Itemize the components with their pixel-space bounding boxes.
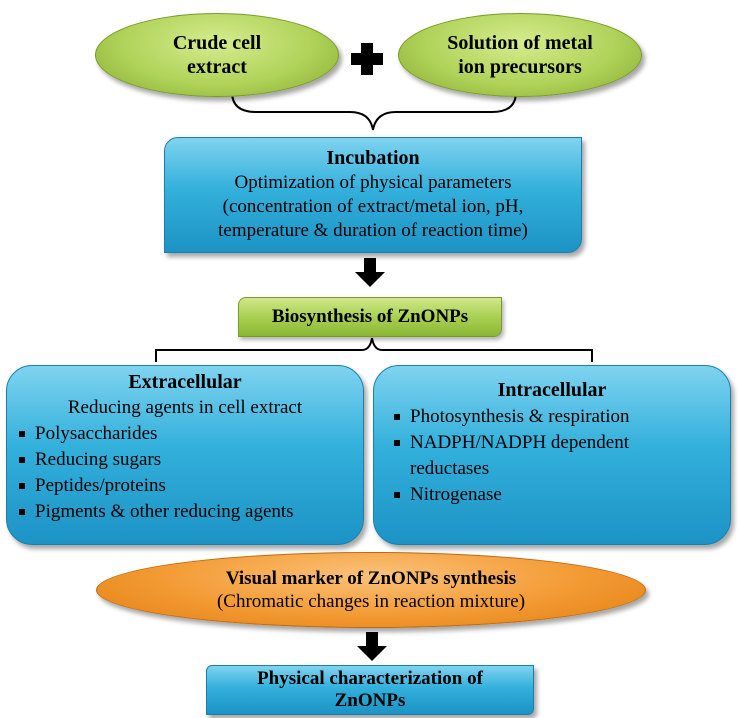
list-item: Peptides/proteins bbox=[17, 473, 363, 499]
intracellular-box: Intracellular Photosynthesis & respirati… bbox=[373, 365, 731, 545]
branch-bracket bbox=[155, 337, 593, 362]
intracellular-title: Intracellular bbox=[497, 379, 607, 401]
extracellular-list: Polysaccharides Reducing sugars Peptides… bbox=[17, 421, 363, 525]
characterization-box: Physical characterization of ZnONPs bbox=[206, 665, 534, 715]
visual-marker-subtitle: (Chromatic changes in reaction mixture) bbox=[216, 591, 526, 612]
visual-marker-oval: Visual marker of ZnONPs synthesis (Chrom… bbox=[96, 552, 646, 628]
list-item: Polysaccharides bbox=[17, 421, 363, 447]
biosynthesis-box: Biosynthesis of ZnONPs bbox=[238, 297, 502, 337]
list-item: Nitrogenase bbox=[392, 482, 692, 508]
extracellular-subtitle: Reducing agents in cell extract bbox=[67, 397, 303, 418]
crude-cell-extract-oval: Crude cell extract bbox=[95, 13, 339, 97]
list-item: NADPH/NADPH dependent reductases bbox=[392, 430, 692, 482]
arrow-down-icon bbox=[355, 258, 385, 287]
intracellular-list: Photosynthesis & respiration NADPH/NADPH… bbox=[392, 404, 692, 508]
list-item: Pigments & other reducing agents bbox=[17, 499, 363, 525]
extracellular-box: Extracellular Reducing agents in cell ex… bbox=[6, 365, 364, 545]
plus-icon bbox=[351, 43, 383, 75]
incubation-title: Incubation bbox=[326, 147, 420, 169]
incubation-line-1: Optimization of physical parameters bbox=[234, 172, 512, 193]
curly-brace bbox=[231, 91, 517, 131]
arrow-down-icon bbox=[357, 632, 387, 661]
list-item: Photosynthesis & respiration bbox=[392, 404, 692, 430]
list-item: Reducing sugars bbox=[17, 447, 363, 473]
incubation-box: Incubation Optimization of physical para… bbox=[164, 137, 582, 253]
right-oval-line-1: Solution of metal bbox=[447, 32, 593, 54]
left-oval-line-2: extract bbox=[187, 56, 247, 78]
characterization-line-2: ZnONPs bbox=[334, 690, 406, 711]
metal-ion-solution-oval: Solution of metal ion precursors bbox=[398, 13, 642, 97]
right-oval-line-2: ion precursors bbox=[458, 56, 582, 78]
visual-marker-title: Visual marker of ZnONPs synthesis bbox=[225, 568, 517, 589]
characterization-line-1: Physical characterization of bbox=[257, 668, 483, 689]
extracellular-title: Extracellular bbox=[128, 371, 242, 393]
incubation-line-2: (concentration of extract/metal ion, pH, bbox=[222, 196, 524, 217]
biosynthesis-label: Biosynthesis of ZnONPs bbox=[271, 306, 469, 327]
left-oval-line-1: Crude cell bbox=[172, 32, 262, 54]
incubation-line-3: temperature & duration of reaction time) bbox=[218, 220, 528, 241]
